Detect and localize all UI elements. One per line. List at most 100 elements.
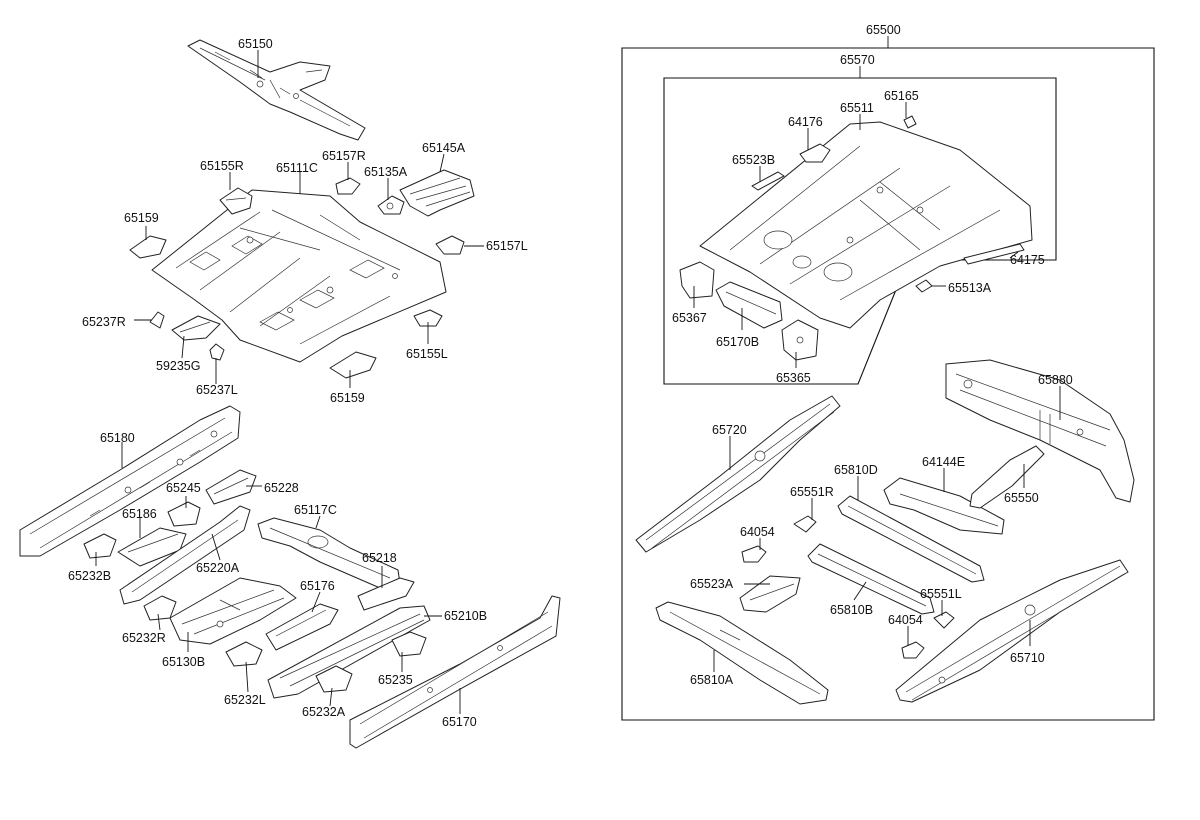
part-65232A [315, 665, 353, 693]
part-65145A [399, 169, 475, 217]
part-65170B [715, 281, 783, 329]
part-65117C [257, 517, 401, 589]
label-65500: 65500 [866, 23, 901, 37]
label-65155L: 65155L [406, 347, 448, 361]
label-65150: 65150 [238, 37, 273, 51]
part-64054-a [741, 545, 767, 563]
label-65170: 65170 [442, 715, 477, 729]
label-64144E: 64144E [922, 455, 965, 469]
part-labels: 65150 65155R 65111C 65157R 65145A 65135A… [68, 23, 1073, 729]
part-65365 [781, 319, 819, 361]
label-65130B: 65130B [162, 655, 205, 669]
label-65810A: 65810A [690, 673, 734, 687]
label-65157R: 65157R [322, 149, 366, 163]
part-65232B [83, 533, 117, 559]
label-65159-b: 65159 [330, 391, 365, 405]
label-65880: 65880 [1038, 373, 1073, 387]
part-65235 [391, 631, 427, 657]
part-65186 [117, 527, 187, 567]
part-65810D [837, 495, 985, 583]
label-65720: 65720 [712, 423, 747, 437]
part-65220A [119, 505, 251, 605]
part-65513A [915, 279, 933, 293]
label-65551R: 65551R [790, 485, 834, 499]
part-64176 [799, 143, 831, 163]
part-65111C [151, 189, 447, 363]
label-65159-a: 65159 [124, 211, 159, 225]
label-65135A: 65135A [364, 165, 408, 179]
leader-lines [95, 36, 1061, 714]
part-65237L [209, 343, 225, 361]
label-65810D: 65810D [834, 463, 878, 477]
label-64054-b: 64054 [888, 613, 923, 627]
part-64054-b [901, 641, 925, 659]
part-65180 [19, 405, 241, 557]
part-65710 [895, 559, 1129, 703]
label-65218: 65218 [362, 551, 397, 565]
label-65111C: 65111C [276, 161, 318, 175]
part-65155L [413, 309, 443, 327]
label-65367: 65367 [672, 311, 707, 325]
label-65165: 65165 [884, 89, 919, 103]
part-65130B [169, 577, 297, 645]
part-65550 [969, 445, 1045, 509]
part-65218 [357, 577, 415, 611]
part-65228 [205, 469, 257, 505]
part-65367 [679, 261, 715, 299]
label-64175: 64175 [1010, 253, 1045, 267]
part-65551R [793, 515, 817, 533]
part-65232R [143, 595, 177, 621]
label-64176: 64176 [788, 115, 823, 129]
label-64054-a: 64054 [740, 525, 775, 539]
part-65523B [751, 171, 785, 191]
label-65180: 65180 [100, 431, 135, 445]
part-65170 [349, 595, 561, 749]
part-65511 [699, 121, 1033, 329]
label-65220A: 65220A [196, 561, 240, 575]
label-65365: 65365 [776, 371, 811, 385]
label-65228: 65228 [264, 481, 299, 495]
part-65159-b [329, 351, 377, 379]
part-65150 [187, 39, 366, 141]
label-65237R: 65237R [82, 315, 126, 329]
label-65145A: 65145A [422, 141, 466, 155]
part-65165 [903, 115, 917, 129]
label-65511: 65511 [840, 101, 874, 115]
part-64144E [883, 477, 1005, 535]
label-65232A: 65232A [302, 705, 346, 719]
assembly-frame-65500 [621, 47, 1155, 721]
part-65135A [377, 195, 405, 215]
part-65523A [739, 575, 801, 613]
part-65551L [933, 611, 955, 629]
part-65810B [807, 543, 935, 615]
label-65550: 65550 [1004, 491, 1039, 505]
part-65237R [149, 311, 165, 329]
part-65159-a [129, 235, 167, 259]
label-65810B: 65810B [830, 603, 873, 617]
part-64175 [963, 243, 1025, 265]
label-65523A: 65523A [690, 577, 734, 591]
label-65186: 65186 [122, 507, 157, 521]
label-59235G: 59235G [156, 359, 200, 373]
label-65513A: 65513A [948, 281, 992, 295]
label-65523B: 65523B [732, 153, 775, 167]
part-65176 [265, 603, 339, 651]
part-65155R [219, 187, 253, 215]
part-59235G [171, 315, 221, 341]
part-65210B [267, 605, 431, 699]
label-65235: 65235 [378, 673, 413, 687]
label-65551L: 65551L [920, 587, 962, 601]
label-65710: 65710 [1010, 651, 1045, 665]
part-65245 [167, 501, 201, 527]
label-65170B: 65170B [716, 335, 759, 349]
label-65117C: 65117C [294, 503, 337, 517]
part-65880 [945, 359, 1135, 503]
label-65237L: 65237L [196, 383, 238, 397]
label-65157L: 65157L [486, 239, 528, 253]
part-65810A [655, 601, 829, 705]
label-65210B: 65210B [444, 609, 487, 623]
label-65155R: 65155R [200, 159, 244, 173]
part-65232L [225, 641, 263, 667]
part-65720 [635, 395, 841, 553]
label-65176: 65176 [300, 579, 335, 593]
